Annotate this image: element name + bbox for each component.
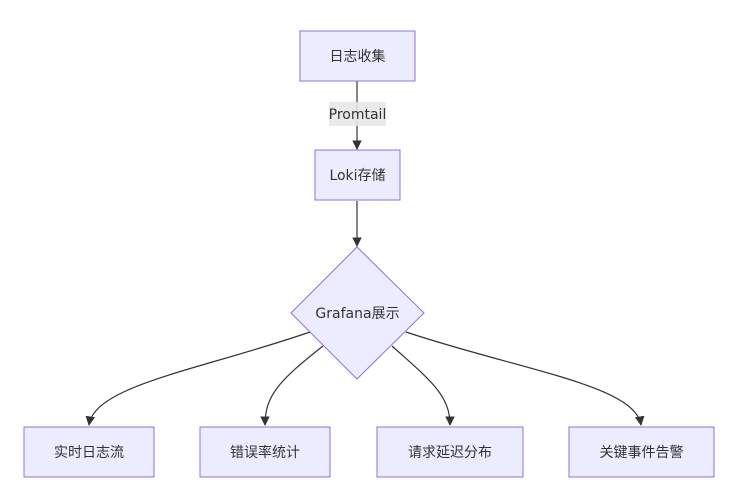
node-alerts-label: 关键事件告警 (600, 445, 684, 461)
node-realtime-label: 实时日志流 (54, 445, 124, 461)
node-store-label: Loki存储 (329, 168, 385, 184)
node-latency-label: 请求延迟分布 (408, 445, 492, 461)
edge-label-promtail: Promtail (329, 102, 387, 126)
edges (85, 81, 645, 426)
node-collect[interactable]: 日志收集 (299, 30, 416, 82)
node-latency[interactable]: 请求延迟分布 (376, 426, 524, 478)
node-collect-label: 日志收集 (330, 48, 386, 65)
edge-display-to-latency (391, 345, 455, 426)
node-display[interactable]: Grafana展示 (290, 246, 425, 380)
node-display-label: Grafana展示 (315, 306, 399, 322)
edge-display-to-alerts (405, 331, 645, 426)
node-realtime[interactable]: 实时日志流 (23, 426, 155, 478)
node-alerts[interactable]: 关键事件告警 (568, 426, 715, 478)
node-store[interactable]: Loki存储 (314, 149, 401, 201)
edge-display-to-realtime (85, 331, 311, 426)
node-error-rate-label: 错误率统计 (230, 444, 300, 461)
edge-label-text: Promtail (329, 107, 387, 123)
edge-display-to-error-rate (260, 345, 324, 426)
node-error-rate[interactable]: 错误率统计 (199, 426, 331, 478)
